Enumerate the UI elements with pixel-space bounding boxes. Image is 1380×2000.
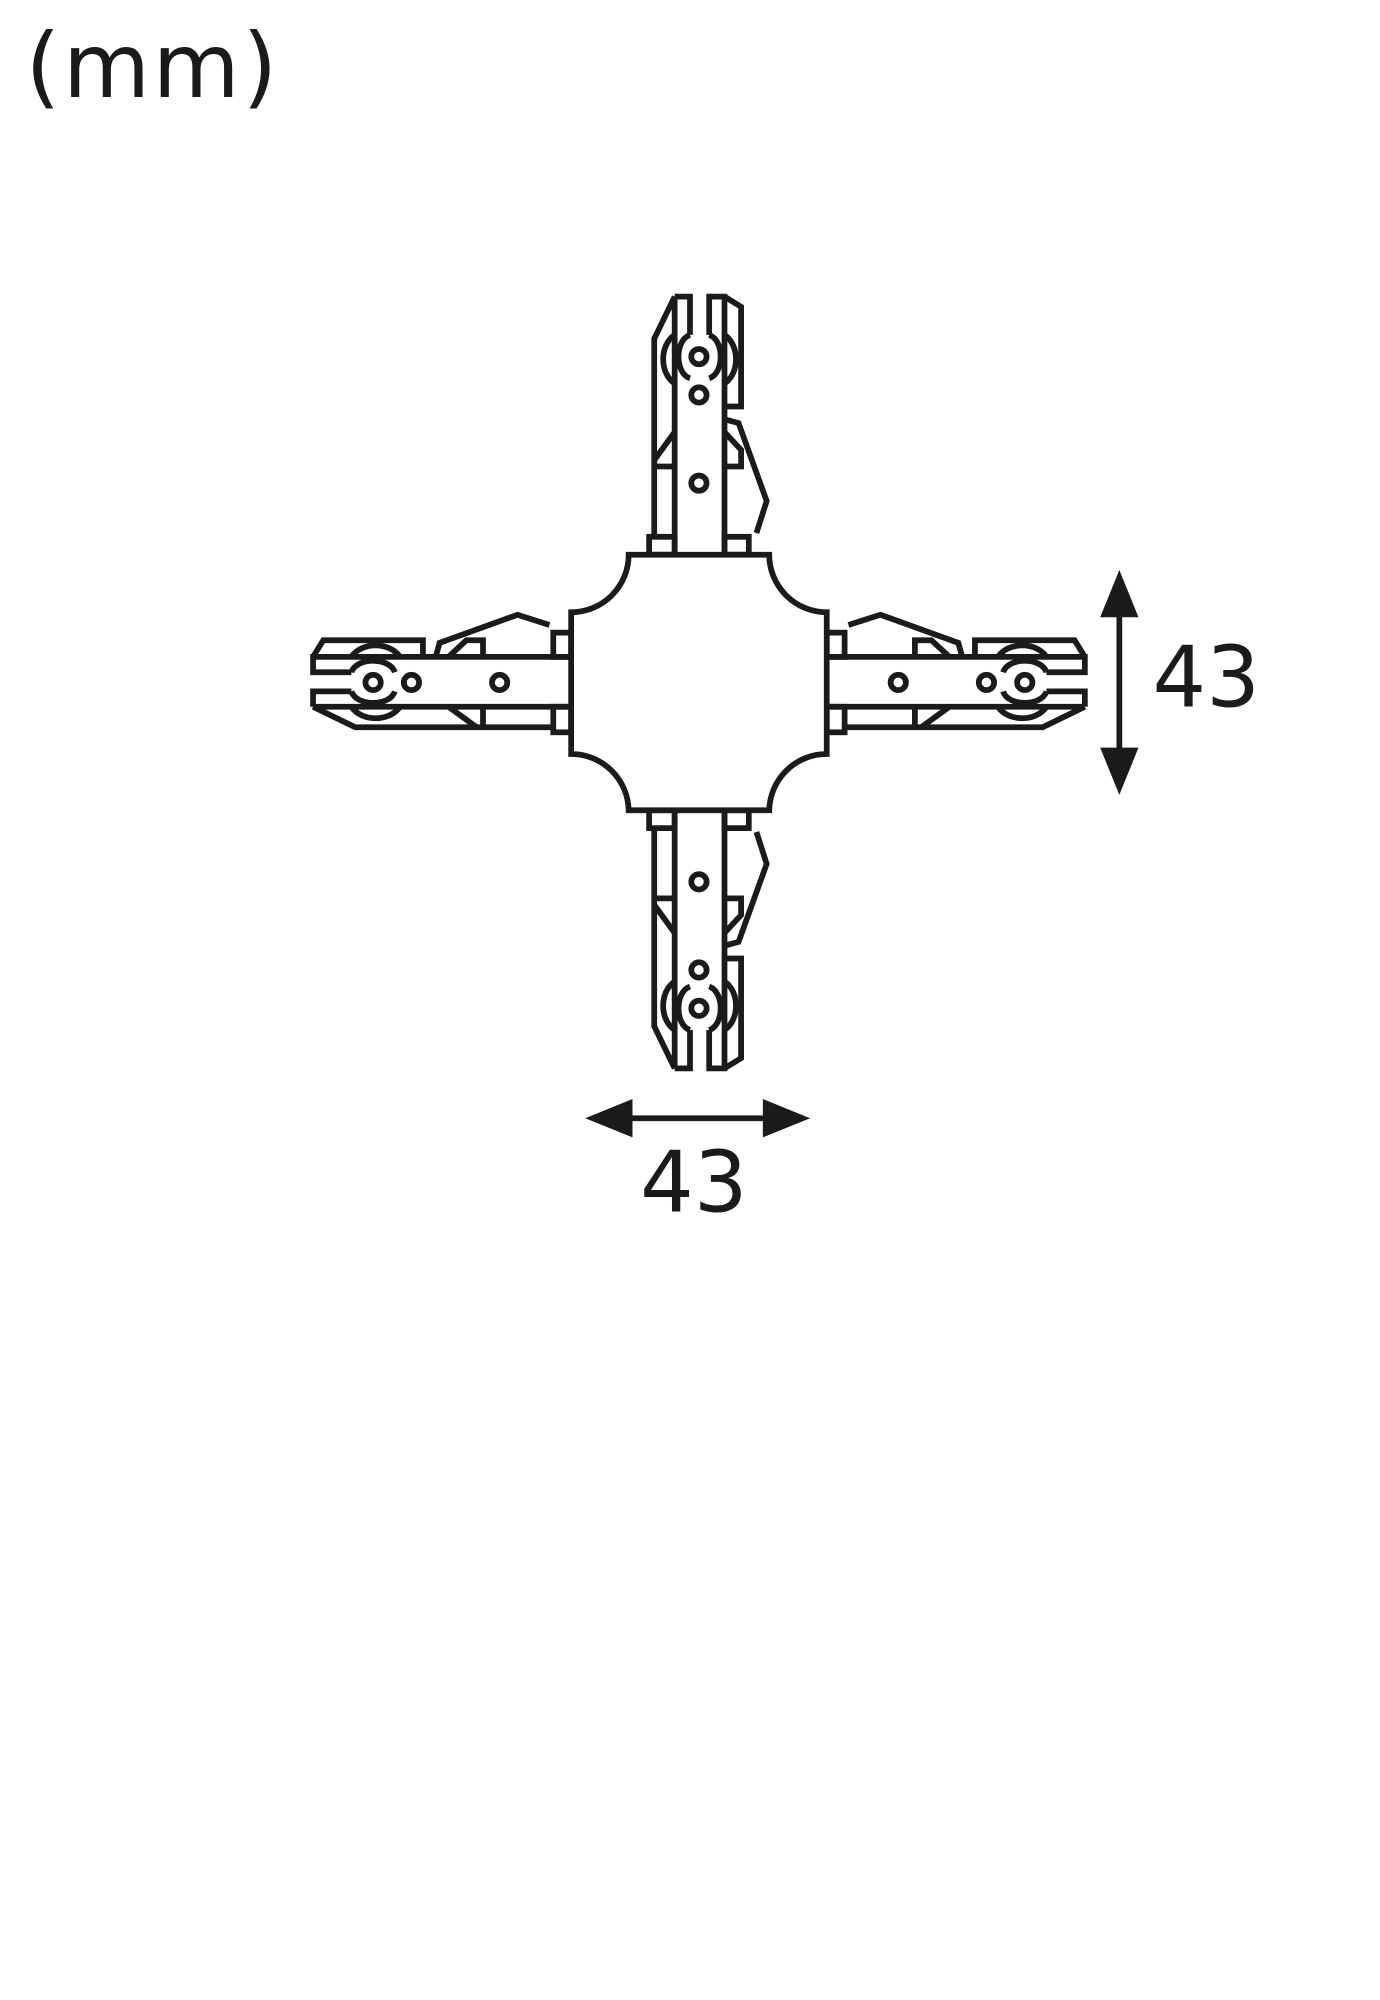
height-dimension-label: 43 bbox=[1153, 629, 1260, 727]
width-dimension-label: 43 bbox=[640, 1133, 747, 1231]
unit-label: (mm) bbox=[26, 15, 280, 119]
connector-arm-top bbox=[649, 297, 767, 555]
height-dimension-arrow bbox=[1100, 570, 1139, 795]
connector-center-body bbox=[568, 551, 830, 814]
width-dimension-arrow bbox=[585, 1099, 811, 1138]
connector-arm-right bbox=[827, 615, 1085, 733]
connector-arm-left bbox=[313, 615, 571, 733]
connector-arm-bottom bbox=[649, 810, 767, 1068]
